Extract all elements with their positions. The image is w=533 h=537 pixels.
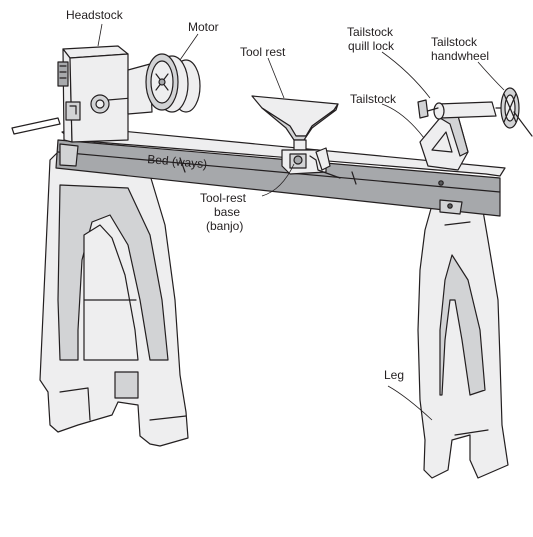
label-handwheel-line2: handwheel bbox=[431, 49, 489, 63]
tool-rest-assembly bbox=[251, 95, 341, 179]
label-tool-rest: Tool rest bbox=[240, 45, 286, 59]
label-quill-lock-line1: Tailstock bbox=[347, 25, 394, 39]
label-tailstock: Tailstock bbox=[350, 92, 397, 106]
labels: Headstock Motor Tool rest Tailstock quil… bbox=[66, 8, 489, 382]
label-motor: Motor bbox=[188, 20, 219, 34]
label-headstock: Headstock bbox=[66, 8, 124, 22]
left-leg bbox=[39, 149, 189, 447]
label-banjo-line1: Tool-rest bbox=[200, 191, 247, 205]
label-bed: Bed (ways) bbox=[147, 152, 208, 171]
motor bbox=[145, 53, 201, 113]
label-banjo-line2: base bbox=[214, 205, 240, 219]
right-leg bbox=[417, 195, 509, 479]
tailstock bbox=[417, 87, 533, 171]
label-leg: Leg bbox=[384, 368, 404, 382]
label-banjo-line3: (banjo) bbox=[206, 219, 243, 233]
headstock bbox=[11, 45, 153, 143]
label-handwheel-line1: Tailstock bbox=[431, 35, 478, 49]
label-quill-lock-line2: quill lock bbox=[348, 39, 395, 53]
leader-lines bbox=[97, 23, 505, 421]
